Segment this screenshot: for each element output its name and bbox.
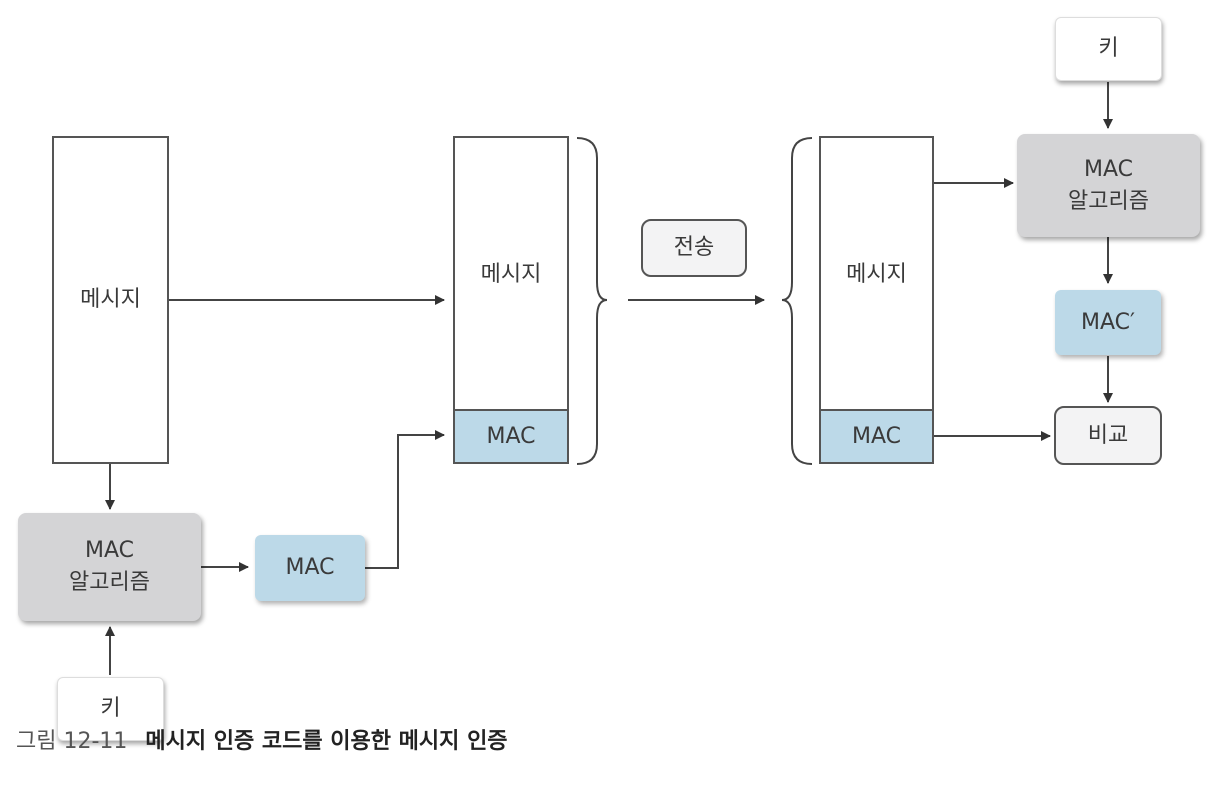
sender-mac-box: MAC: [255, 535, 365, 601]
receiver-mac-prime-box: MAC′: [1055, 290, 1161, 355]
receiver-key-box: 키: [1055, 17, 1162, 81]
sent-message-label: 메시지: [480, 261, 542, 287]
sender-algorithm-label-line2: 알고리즘: [69, 570, 150, 595]
transmit-label: 전송: [673, 235, 715, 260]
sent-packet-mac-block: MAC: [453, 409, 569, 464]
figure-caption: 그림 12-11 메시지 인증 코드를 이용한 메시지 인증: [16, 723, 508, 755]
sender-message-block: 메시지: [52, 136, 169, 464]
sender-key-label: 키: [100, 696, 121, 721]
compare-box: 비교: [1054, 406, 1162, 465]
receiver-key-label: 키: [1098, 36, 1119, 61]
received-message-label: 메시지: [846, 261, 907, 287]
brace-left: [781, 137, 813, 465]
receiver-mac-algorithm-box: MAC 알고리즘: [1017, 134, 1200, 237]
figure-title: 메시지 인증 코드를 이용한 메시지 인증: [145, 729, 508, 754]
received-packet-mac-block: MAC: [819, 409, 934, 464]
arrow-mac-to-packet: [365, 430, 445, 569]
sent-packet-message-block: 메시지: [453, 136, 569, 411]
received-packet-message-block: 메시지: [819, 136, 934, 411]
sender-algorithm-label-line1: MAC: [84, 538, 134, 563]
sender-mac-algorithm-box: MAC 알고리즘: [18, 513, 201, 621]
brace-right: [576, 137, 608, 465]
compare-label: 비교: [1087, 422, 1129, 448]
sender-mac-label: MAC: [285, 555, 335, 580]
transmit-badge: 전송: [641, 219, 747, 277]
received-mac-label: MAC: [851, 423, 901, 449]
sender-key-box: 키: [57, 677, 164, 741]
receiver-mac-prime-label: MAC′: [1080, 309, 1135, 335]
sender-message-label: 메시지: [80, 287, 141, 312]
receiver-algorithm-label-line2: 알고리즘: [1068, 188, 1149, 214]
figure-number: 그림 12-11: [16, 729, 128, 754]
receiver-algorithm-label-line1: MAC: [1083, 156, 1133, 182]
sent-mac-label: MAC: [486, 423, 536, 449]
